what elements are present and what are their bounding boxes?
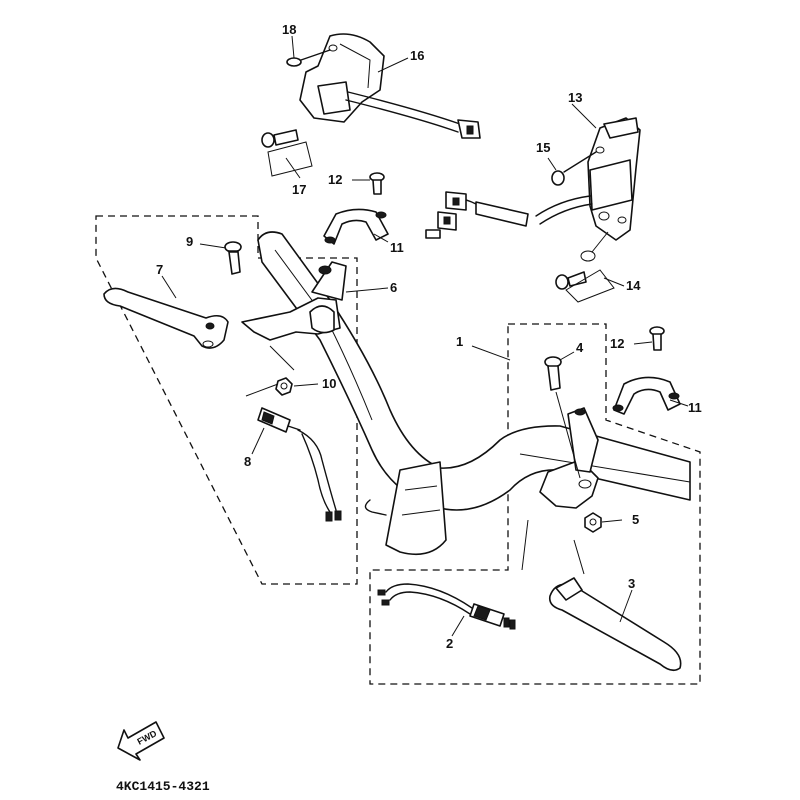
- callout-8: 8: [244, 454, 251, 469]
- left-lever-bracket: [241, 261, 347, 341]
- right-lever-assembly-boundary: [369, 323, 701, 685]
- lock-nut-10: [275, 377, 293, 396]
- brake-switch-8: [257, 407, 342, 522]
- left-lever-assembly-boundary: [95, 215, 358, 585]
- drawing-code: 4KC1415-4321: [116, 779, 210, 794]
- screw-17: [261, 129, 313, 177]
- callout-1: 1: [456, 334, 463, 349]
- callout-14: 14: [626, 278, 641, 293]
- callout-11-lower: 11: [688, 400, 702, 415]
- screw-12-lower: [649, 326, 665, 351]
- callout-12-upper: 12: [328, 172, 342, 187]
- pivot-bolt-9: [224, 241, 242, 275]
- screw-15: [551, 146, 605, 186]
- callout-5: 5: [632, 512, 639, 527]
- callout-3: 3: [628, 576, 635, 591]
- pivot-bolt-4: [544, 356, 581, 479]
- holder-11-lower: [612, 376, 681, 415]
- callout-17: 17: [292, 182, 306, 197]
- leader-lines: [161, 35, 689, 637]
- handlebar-switch-left-16: [299, 33, 481, 139]
- callout-2: 2: [446, 636, 453, 651]
- callout-12-lower: 12: [610, 336, 624, 351]
- callout-18: 18: [282, 22, 296, 37]
- brake-switch-2: [377, 583, 516, 630]
- callout-16: 16: [410, 48, 424, 63]
- screw-18: [286, 44, 338, 67]
- fwd-arrow-icon: FWD: [117, 721, 165, 761]
- callout-13: 13: [568, 90, 582, 105]
- holder-11-upper: [323, 208, 389, 245]
- callout-11-upper: 11: [390, 240, 404, 255]
- handlebar-switch-right-13: [425, 117, 641, 241]
- callout-7: 7: [156, 262, 163, 277]
- screw-14: [555, 231, 615, 303]
- callout-6: 6: [390, 280, 397, 295]
- left-brake-lever: [103, 287, 229, 349]
- right-brake-lever: [548, 577, 682, 672]
- callout-10: 10: [322, 376, 336, 391]
- callout-15: 15: [536, 140, 550, 155]
- callout-9: 9: [186, 234, 193, 249]
- lock-nut-5: [584, 512, 602, 533]
- callout-4: 4: [576, 340, 584, 355]
- screw-12-upper: [369, 172, 385, 195]
